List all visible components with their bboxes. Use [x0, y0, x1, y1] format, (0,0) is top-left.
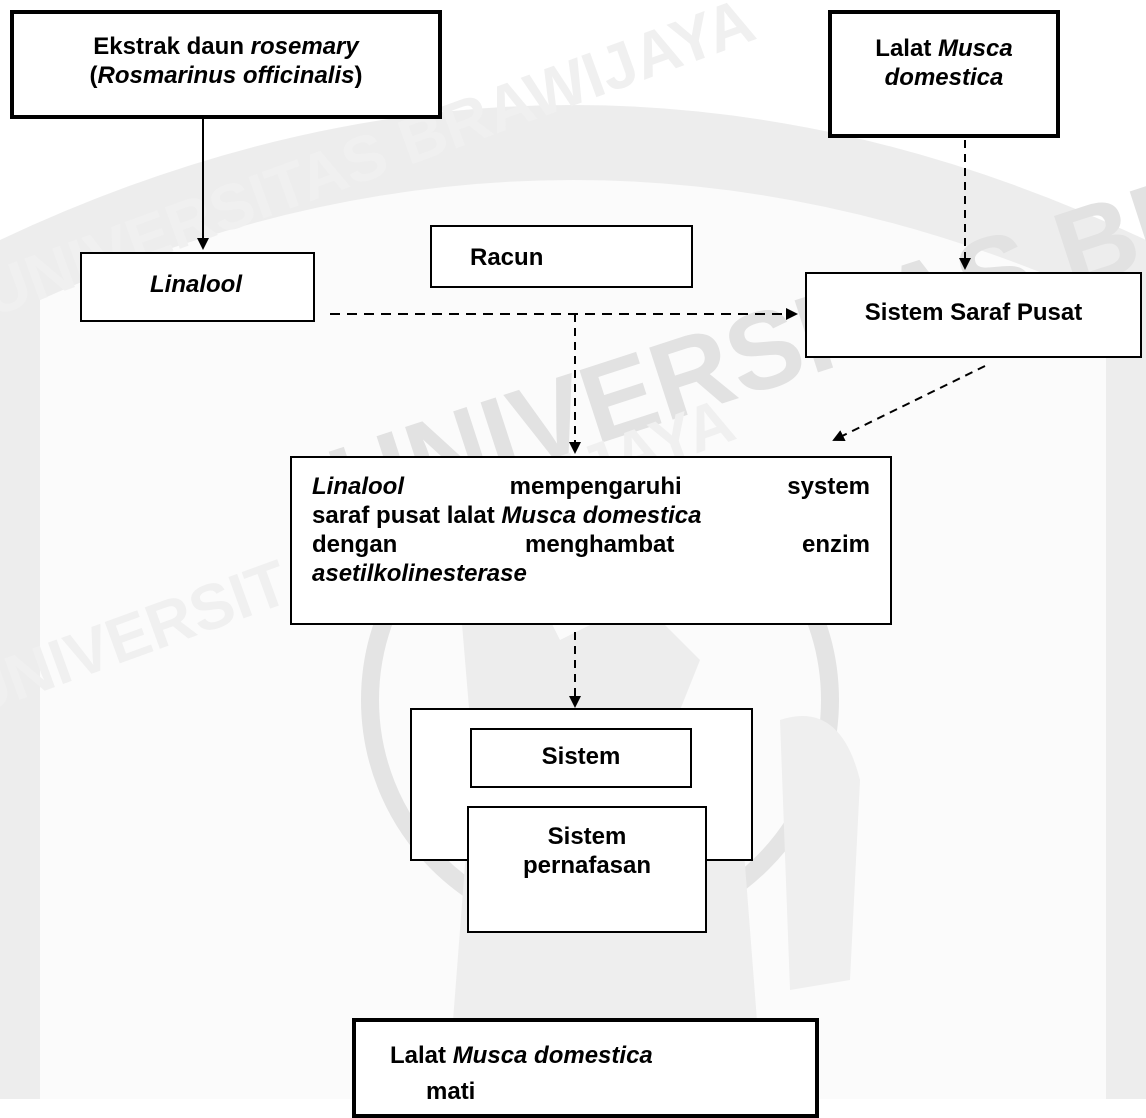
fly-top-italic-1: Musca — [937, 35, 1013, 62]
pernafasan-line-2: pernafasan — [522, 852, 652, 879]
effect-line-4: asetilkolinesterase — [312, 559, 870, 588]
sistem-inner-label: Sistem — [541, 743, 621, 770]
fly-top-text: Lalat — [875, 35, 938, 62]
linalool-label: Linalool — [150, 271, 242, 298]
effect-musca-italic: Musca domestica — [501, 502, 702, 529]
effect-word-system: system — [787, 473, 871, 500]
pernafasan-line-1: Sistem — [547, 823, 627, 850]
node-effect: Linalool mempengaruhi system saraf pusat… — [290, 456, 892, 625]
effect-line-1: Linalool mempengaruhi system — [312, 472, 870, 501]
effect-word-enzim: enzim — [801, 531, 870, 558]
effect-line-2: saraf pusat lalat Musca domestica — [312, 501, 870, 530]
result-musca-italic: Musca domestica — [452, 1042, 653, 1069]
node-result: Lalat Musca domestica mati — [352, 1018, 819, 1118]
effect-word-mempengaruhi: mempengaruhi — [509, 473, 682, 500]
effect-linalool-italic: Linalool — [312, 473, 404, 500]
arrow-ssp-to-effect — [832, 365, 986, 441]
node-fly-top: Lalat Musca domestica — [828, 10, 1060, 138]
ssp-label: Sistem Saraf Pusat — [864, 299, 1083, 326]
result-line-1: Lalat Musca domestica — [390, 1038, 815, 1074]
extract-paren-close: ) — [354, 62, 363, 89]
fly-top-line-2: domestica — [832, 63, 1056, 92]
fly-top-italic-2: domestica — [884, 64, 1004, 91]
node-sistem-inner: Sistem — [470, 728, 692, 788]
node-extract: Ekstrak daun rosemary (Rosmarinus offici… — [10, 10, 442, 119]
extract-text: Ekstrak daun — [93, 33, 251, 60]
effect-word-menghambat: menghambat — [524, 531, 675, 558]
node-linalool: Linalool — [80, 252, 315, 322]
extract-line-1: Ekstrak daun rosemary — [14, 32, 438, 61]
effect-word-dengan: dengan — [312, 531, 398, 558]
effect-line2-text: saraf pusat lalat — [312, 502, 502, 529]
node-sistem-pernafasan: Sistem pernafasan — [467, 806, 707, 933]
node-sistem-saraf-pusat: Sistem Saraf Pusat — [805, 272, 1142, 358]
extract-rosemary-italic: rosemary — [250, 33, 359, 60]
extract-latin-italic: Rosmarinus officinalis — [97, 62, 355, 89]
result-line-2-partial: mati — [426, 1078, 476, 1105]
extract-paren-open: ( — [89, 62, 98, 89]
fly-top-line-1: Lalat Musca — [832, 34, 1056, 63]
result-text: Lalat — [390, 1042, 453, 1069]
effect-line-3: dengan menghambat enzim — [312, 530, 870, 559]
effect-enzyme-italic: asetilkolinesterase — [312, 560, 527, 587]
extract-line-2: (Rosmarinus officinalis) — [14, 61, 438, 90]
node-racun: Racun — [430, 225, 693, 288]
racun-label: Racun — [470, 244, 544, 271]
